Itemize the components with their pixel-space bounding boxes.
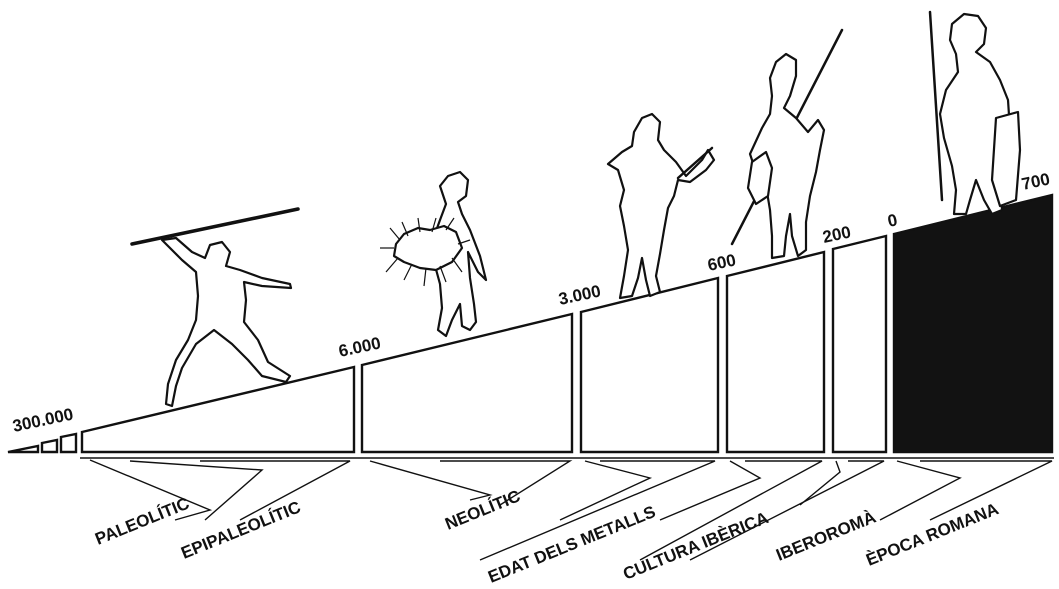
block-romana — [894, 195, 1052, 452]
block-iberoroma — [833, 236, 886, 452]
block-metalls — [581, 278, 718, 452]
roman-soldier-icon — [930, 12, 1020, 214]
label-epoca-romana: ÈPOCA ROMANA — [863, 499, 1001, 569]
label-epipaleolitic: EPIPALEOLÍTIC — [178, 497, 303, 562]
label-paleolitic: PALEOLÍTIC — [92, 494, 192, 549]
block-neolitic — [362, 314, 572, 452]
year-200: 200 — [821, 222, 853, 246]
year-3000: 3.000 — [557, 281, 603, 308]
year-700: 700 — [1020, 169, 1052, 193]
block-paleolitic — [82, 367, 354, 452]
period-labels: PALEOLÍTIC EPIPALEOLÍTIC NEOLÍTIC EDAT D… — [92, 486, 1001, 586]
ramp-start-marks — [8, 434, 76, 452]
year-0: 0 — [886, 210, 899, 231]
axe-bearer-icon — [608, 114, 714, 298]
iberian-warrior-icon — [732, 30, 842, 258]
year-300000: 300.000 — [11, 405, 75, 436]
year-6000: 6.000 — [337, 333, 383, 360]
block-iberica — [727, 252, 824, 452]
label-iberoroma: IBEROROMÀ — [773, 507, 878, 564]
spear-thrower-icon — [132, 209, 298, 406]
year-600: 600 — [706, 250, 738, 274]
gatherer-icon — [380, 172, 486, 336]
